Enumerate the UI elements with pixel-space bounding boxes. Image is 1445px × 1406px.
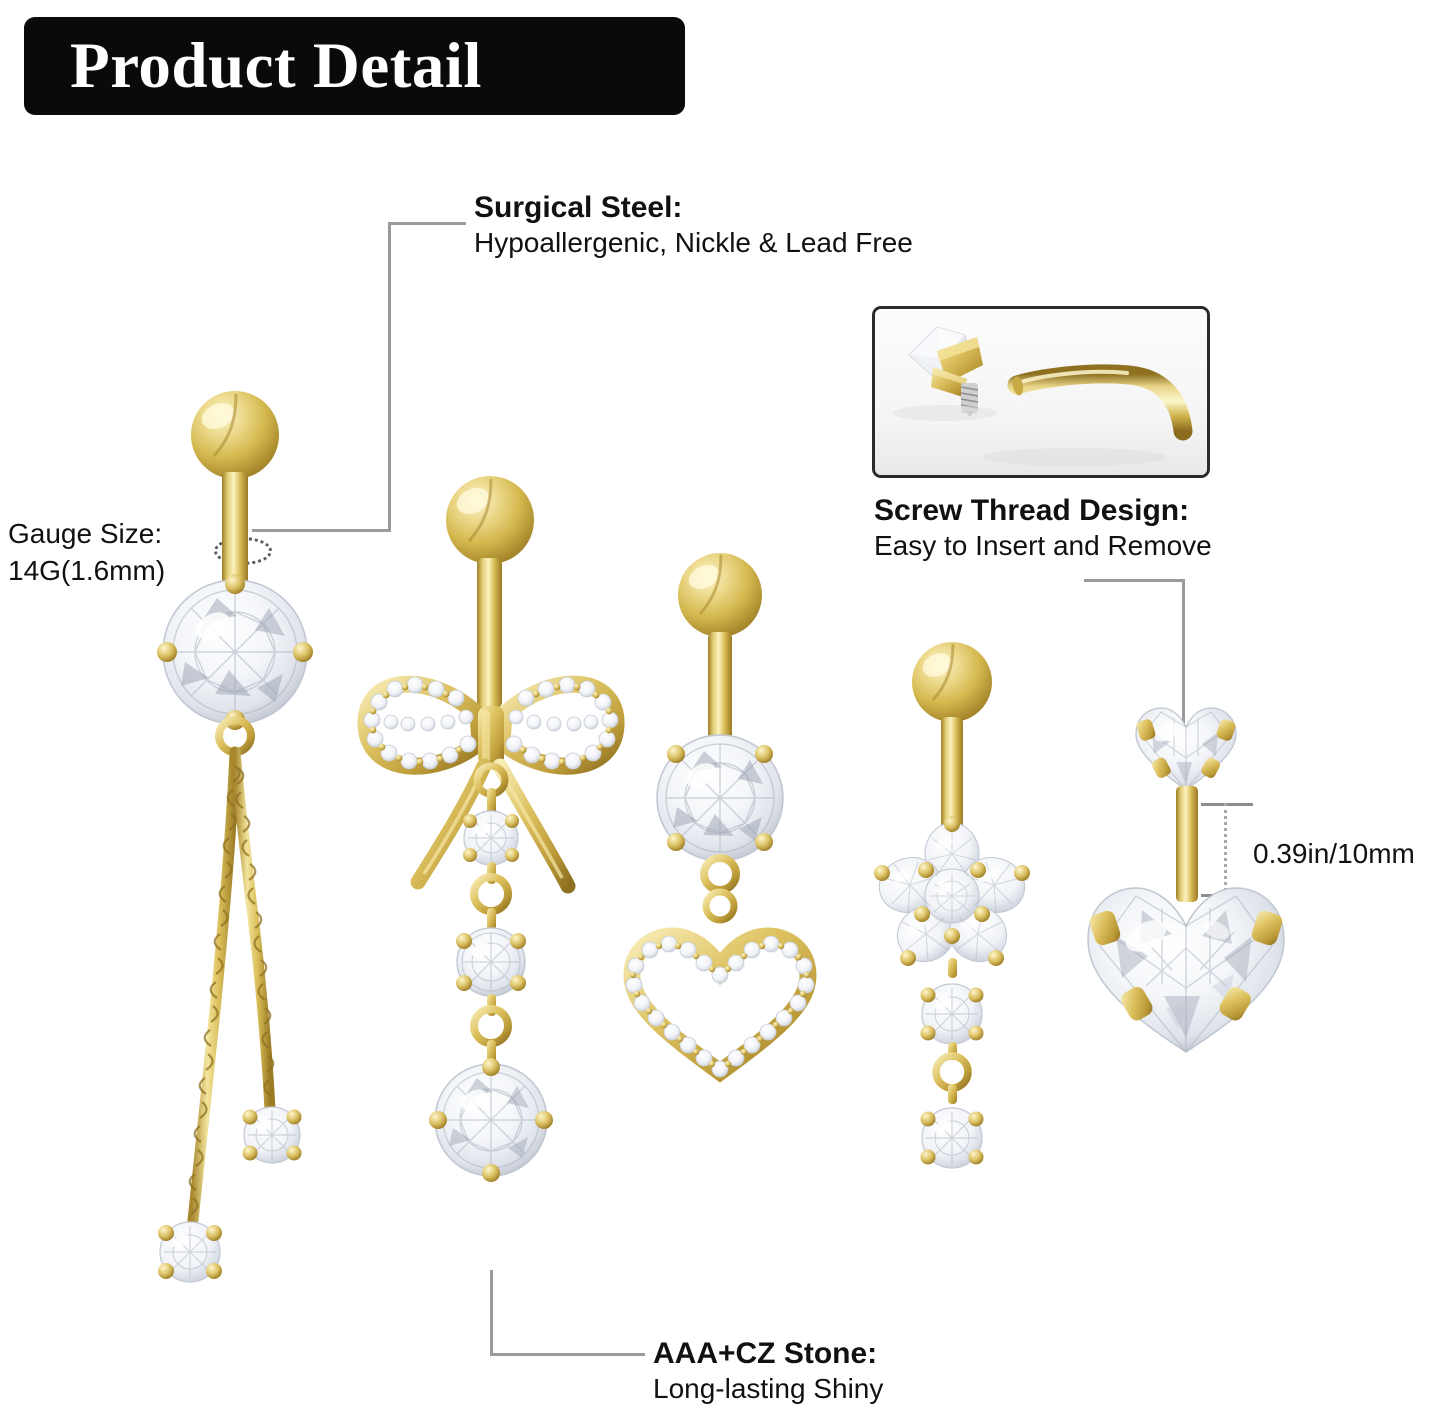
bow-left-loop <box>357 675 489 775</box>
dimension-line <box>1224 803 1227 897</box>
leader-line-surgical-steel-vertical <box>388 222 391 532</box>
leader-line-screw-thread-horizontal <box>1084 579 1185 582</box>
screw-thread-inset-photo <box>872 306 1210 478</box>
callout-surgical-steel-heading: Surgical Steel: <box>474 191 683 224</box>
callout-screw-thread-subtext: Easy to Insert and Remove <box>874 530 1212 562</box>
callout-cz-stone-heading: AAA+CZ Stone: <box>653 1337 878 1370</box>
callout-surgical-steel-subtext: Hypoallergenic, Nickle & Lead Free <box>474 227 913 259</box>
product-flower-dangle-belly-ring <box>860 640 1050 1200</box>
product-chain-dangle-belly-ring <box>150 380 370 1310</box>
small-heart-cz <box>1135 707 1237 791</box>
callout-gauge-size: Gauge Size: 14G(1.6mm) <box>8 516 165 590</box>
bar-length-label: 0.39in/10mm <box>1253 838 1415 869</box>
page-title-banner: Product Detail <box>24 17 685 115</box>
callout-surgical-steel: Surgical Steel: Hypoallergenic, Nickle &… <box>474 190 913 260</box>
dimension-tick-top <box>1201 803 1253 806</box>
cz-flower <box>874 816 1030 966</box>
gauge-size-line2: 14G(1.6mm) <box>8 554 166 586</box>
leader-line-cz-vertical <box>490 1270 493 1356</box>
pave-open-heart <box>623 927 817 1083</box>
product-double-heart-belly-ring <box>1087 690 1300 1090</box>
product-heart-dangle-belly-ring <box>600 550 860 1150</box>
large-heart-cz <box>1087 887 1285 1053</box>
page-title: Product Detail <box>70 29 482 102</box>
callout-screw-thread-heading: Screw Thread Design: <box>874 494 1190 527</box>
gauge-size-line1: Gauge Size: <box>8 518 163 549</box>
callout-screw-thread: Screw Thread Design: Easy to Insert and … <box>874 493 1212 563</box>
callout-cz-stone-subtext: Long-lasting Shiny <box>653 1373 884 1405</box>
leader-line-cz-horizontal <box>490 1353 645 1356</box>
bow-right-loop <box>493 675 625 775</box>
product-bow-dangle-belly-ring <box>357 470 640 1300</box>
screw-thread-illustration <box>875 309 1207 475</box>
leader-line-screw-thread-vertical <box>1182 579 1185 735</box>
leader-line-surgical-steel-lower <box>252 529 391 532</box>
leader-line-surgical-steel-upper <box>388 222 466 225</box>
